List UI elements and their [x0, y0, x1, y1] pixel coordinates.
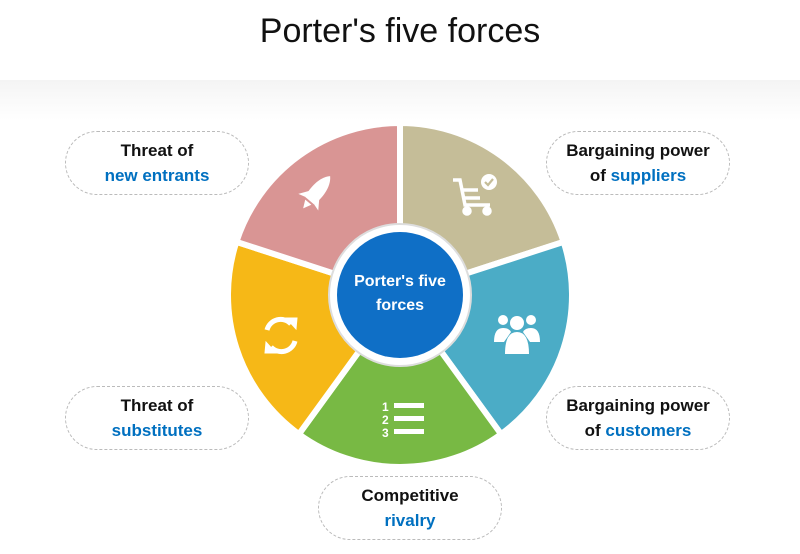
- svg-text:2: 2: [382, 413, 389, 427]
- box-line2-prefix: of: [589, 166, 611, 185]
- center-circle: [337, 232, 463, 358]
- center-label-line1: Porter's five: [354, 273, 446, 290]
- box-line2: substitutes: [111, 421, 203, 440]
- box-line2: customers: [605, 421, 692, 440]
- box-threat-substitutes: Threat of substitutes: [65, 386, 249, 450]
- box-line1: Threat of: [120, 141, 194, 160]
- box-line2: new entrants: [104, 166, 210, 185]
- svg-text:3: 3: [382, 426, 389, 440]
- box-line2: suppliers: [610, 166, 687, 185]
- svg-text:1: 1: [382, 400, 389, 414]
- cart-check-icon: [453, 174, 497, 216]
- box-line2: rivalry: [384, 511, 436, 530]
- box-line2-prefix: of: [584, 421, 606, 440]
- center-label: Porter's five forces: [340, 270, 460, 318]
- box-line1: Competitive: [361, 486, 459, 505]
- center-label-line2: forces: [375, 297, 425, 314]
- refresh-icon: [264, 316, 298, 355]
- box-competitive-rivalry: Competitive rivalry: [318, 476, 502, 540]
- page-title: Porter's five forces: [259, 12, 541, 50]
- rocket-icon: [298, 176, 331, 211]
- box-customer-power: Bargaining power of customers: [546, 386, 730, 450]
- box-line1: Bargaining power: [566, 141, 710, 160]
- numbered-list-icon: 1 2 3: [382, 400, 424, 440]
- box-line1: Bargaining power: [566, 396, 710, 415]
- box-line1: Threat of: [120, 396, 194, 415]
- box-threat-new-entrants: Threat of new entrants: [65, 131, 249, 195]
- box-supplier-power: Bargaining power of suppliers: [546, 131, 730, 195]
- people-group-icon: [494, 315, 540, 354]
